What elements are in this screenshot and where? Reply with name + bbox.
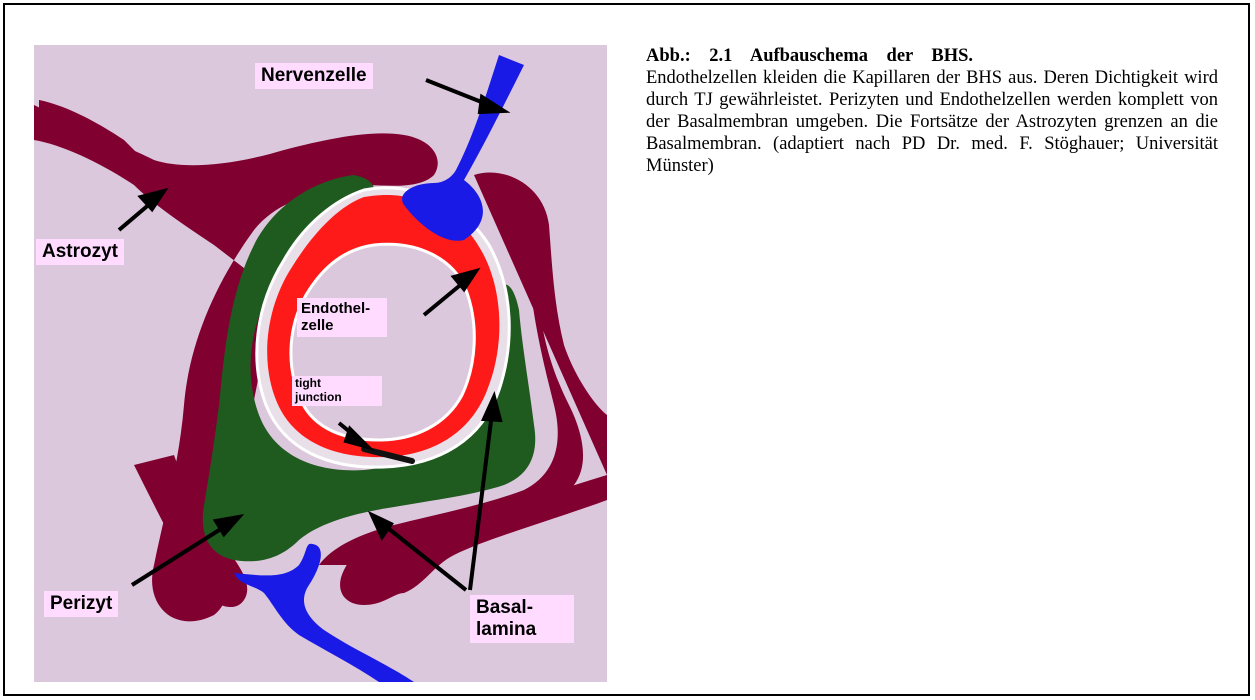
label-basal-lamina: Basal- lamina <box>470 595 574 643</box>
bbb-diagram: Nervenzelle Astrozyt Endothel- zelle tig… <box>34 45 607 682</box>
label-endothelzelle: Endothel- zelle <box>297 298 387 337</box>
label-tight-junction: tight junction <box>292 376 382 406</box>
label-endothelzelle-line2: zelle <box>301 317 383 334</box>
label-endothelzelle-line1: Endothel- <box>301 300 383 317</box>
caption-body: Endothelzellen kleiden die Kapillaren de… <box>646 68 1218 176</box>
label-basal-lamina-line1: Basal- <box>476 597 568 619</box>
figure-frame: Nervenzelle Astrozyt Endothel- zelle tig… <box>3 3 1250 696</box>
figure-caption: Abb.: 2.1 Aufbauschema der BHS. Endothel… <box>646 45 1218 177</box>
bbb-diagram-canvas <box>34 45 607 682</box>
label-perizyt: Perizyt <box>44 591 118 617</box>
caption-heading: Abb.: 2.1 Aufbauschema der BHS. <box>646 46 973 66</box>
label-nervenzelle: Nervenzelle <box>255 63 373 89</box>
label-tight-junction-line1: tight <box>295 377 379 391</box>
label-tight-junction-line2: junction <box>295 391 379 405</box>
label-astrozyt: Astrozyt <box>36 239 124 265</box>
label-basal-lamina-line2: lamina <box>476 619 568 641</box>
